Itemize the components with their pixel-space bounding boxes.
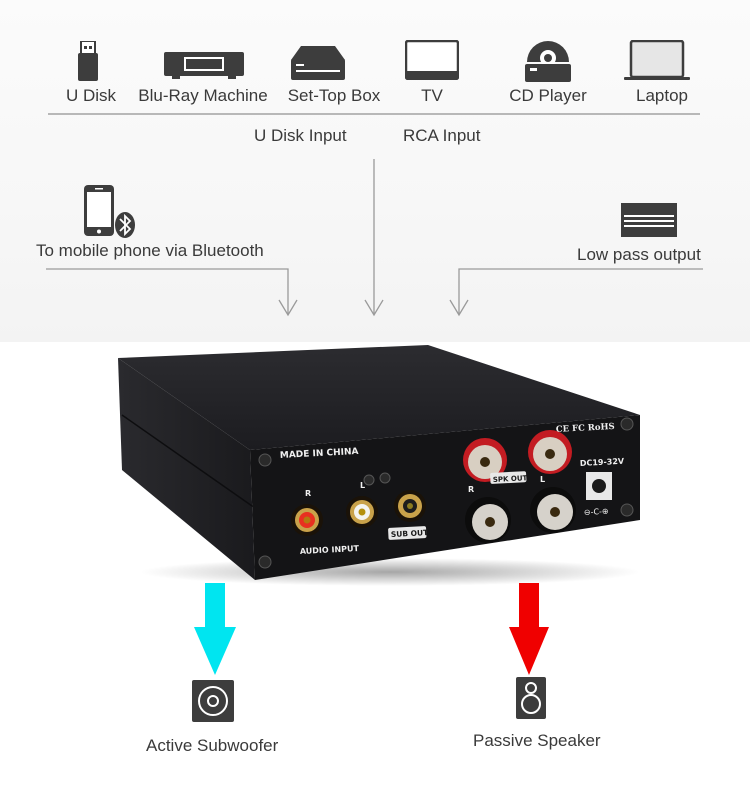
laptop-icon bbox=[624, 40, 690, 82]
subwoofer-label: Active Subwoofer bbox=[146, 736, 279, 755]
bluetooth-label: To mobile phone via Bluetooth bbox=[36, 241, 264, 260]
audio-input-text: AUDIO INPUT bbox=[300, 544, 360, 556]
udisk-arrowhead bbox=[364, 299, 384, 317]
bluray-player-icon bbox=[164, 52, 244, 80]
source-label-laptop: Laptop bbox=[636, 86, 688, 105]
udisk-input-label: U Disk Input bbox=[254, 126, 347, 145]
power-rating-text: DC19-32V bbox=[580, 457, 626, 468]
rca-jack-l bbox=[346, 496, 378, 528]
phone-bluetooth-icon bbox=[82, 184, 138, 240]
rca-jack-r bbox=[291, 504, 323, 536]
source-label-bluray: Blu-Ray Machine bbox=[138, 86, 268, 105]
red-arrow-icon bbox=[509, 583, 549, 675]
speaker-terminal-l-pos bbox=[528, 430, 572, 474]
source-label-udisk: U Disk bbox=[65, 86, 117, 105]
rca-jack-sub bbox=[394, 490, 426, 522]
lowpass-connector-line bbox=[458, 268, 703, 314]
lowpass-arrowhead bbox=[449, 299, 469, 317]
certification-text: CE FC RoHS bbox=[556, 422, 615, 435]
lowpass-label: Low pass output bbox=[577, 245, 701, 264]
spk-channel-l-text: L bbox=[540, 475, 545, 484]
bluetooth-arrowhead bbox=[278, 299, 298, 317]
spk-channel-r-text: R bbox=[468, 485, 474, 494]
speaker-icon bbox=[516, 677, 546, 719]
device-side bbox=[118, 358, 255, 580]
cyan-arrow-icon bbox=[194, 583, 236, 675]
speaker-terminal-l-neg bbox=[530, 487, 576, 533]
connector-lines bbox=[46, 159, 703, 317]
amplifier-device: MADE IN CHINA R L AUDIO INPUT SUB OUT SP… bbox=[118, 345, 640, 586]
top-background bbox=[0, 0, 750, 342]
speaker-label: Passive Speaker bbox=[473, 731, 601, 750]
channel-r-text: R bbox=[305, 489, 311, 498]
speaker-terminal-r-pos bbox=[463, 438, 507, 482]
subwoofer-icon bbox=[192, 680, 234, 722]
source-label-settop: Set-Top Box bbox=[287, 86, 381, 105]
rca-input-label: RCA Input bbox=[403, 126, 481, 145]
source-label-cd: CD Player bbox=[509, 86, 587, 105]
tv-icon bbox=[405, 40, 459, 80]
made-in-china-text: MADE IN CHINA bbox=[280, 447, 359, 461]
subwoofer-output-icon bbox=[621, 203, 677, 237]
speaker-terminal-r-neg bbox=[465, 497, 511, 543]
polarity-symbol: ⊖-C-⊕ bbox=[584, 507, 609, 517]
sub-out-text: SUB OUT bbox=[391, 528, 430, 539]
set-top-box-icon bbox=[291, 46, 345, 80]
spk-out-text: SPK OUT bbox=[493, 474, 528, 484]
channel-l-text: L bbox=[360, 481, 365, 490]
bluetooth-connector-line bbox=[46, 268, 289, 314]
sources-divider bbox=[48, 113, 700, 115]
source-label-tv: TV bbox=[421, 86, 443, 105]
usb-drive-icon bbox=[76, 41, 100, 81]
device-top bbox=[118, 345, 640, 450]
cd-player-icon bbox=[525, 38, 571, 82]
